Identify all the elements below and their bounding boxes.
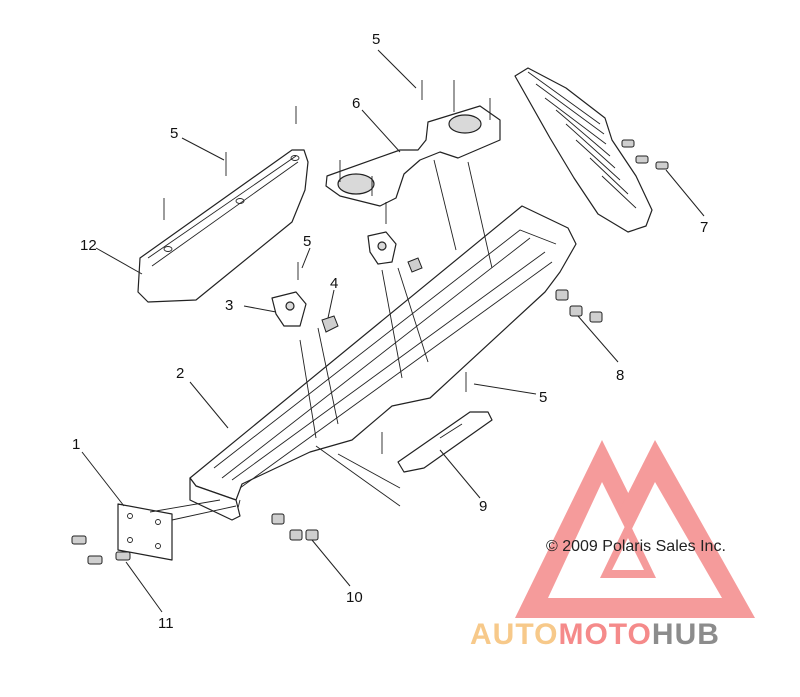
watermark-wordmark: AUTOMOTOHUB [470, 618, 720, 651]
callout-4: 4 [330, 275, 338, 292]
callout-5-right: 5 [539, 389, 547, 406]
part-6-plate [325, 80, 501, 207]
callout-9: 9 [479, 498, 487, 515]
part-11-bolt-b [87, 555, 103, 565]
callouts: 1 2 3 4 5 5 5 5 6 7 8 9 10 11 12 [72, 31, 708, 632]
part-11-bolt-c [115, 551, 131, 561]
callout-2: 2 [176, 365, 184, 382]
callout-6: 6 [352, 95, 360, 112]
leader-lines [81, 49, 705, 613]
part-7-bracket [514, 67, 653, 233]
part-9-bracket [397, 411, 493, 473]
callout-8: 8 [616, 367, 624, 384]
callout-3: 3 [225, 297, 233, 314]
part-11-bolt-a [71, 535, 87, 545]
callout-7: 7 [700, 219, 708, 236]
part-4-nut [321, 315, 339, 333]
callout-10: 10 [346, 589, 363, 606]
part-10-nut-a [271, 513, 285, 525]
callout-1: 1 [72, 436, 80, 453]
callout-5-middle: 5 [303, 233, 311, 250]
part-8-nut-b [569, 305, 583, 317]
callout-5-left: 5 [170, 125, 178, 142]
upper-clamp [367, 231, 423, 273]
copyright-notice: © 2009 Polaris Sales Inc. [546, 538, 726, 555]
part-3-clamp [271, 291, 307, 327]
part-8-nut-a [555, 289, 569, 301]
callout-5-top: 5 [372, 31, 380, 48]
watermark-triangle-center-hole [612, 538, 644, 570]
part-10-nut-c [305, 529, 319, 541]
wordmark-auto: AUTO [470, 618, 558, 651]
part-10-nut-b [289, 529, 303, 541]
callout-11: 11 [158, 615, 174, 632]
assembly-lines [149, 159, 493, 521]
callout-12: 12 [80, 237, 97, 254]
part-12-panel [137, 149, 309, 303]
watermark-logo [515, 440, 755, 618]
hardware [71, 80, 669, 565]
part-2-rail [189, 205, 577, 521]
part-1-plate [117, 503, 173, 561]
wordmark-moto: MOTO [558, 618, 651, 651]
part-7-bolt-c [655, 161, 669, 170]
part-8-nut-c [589, 311, 603, 323]
part-7-bolt-a [621, 139, 635, 148]
part-7-bolt-b [635, 155, 649, 164]
wordmark-hub: HUB [652, 618, 720, 651]
